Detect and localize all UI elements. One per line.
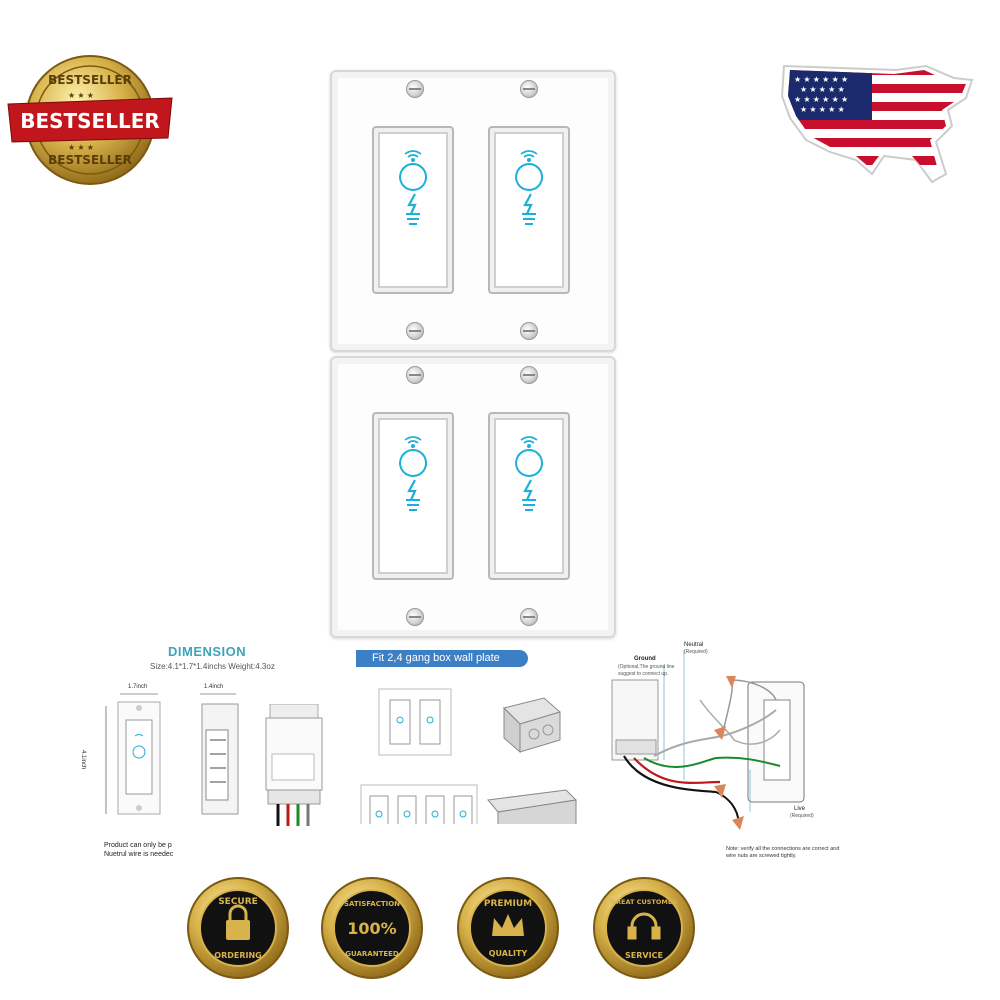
crown-icon [492,914,524,936]
premium-quality-seal: PREMIUM QUALITY [456,876,560,980]
wifi-icon [520,150,538,162]
live-label: Live [794,806,806,812]
switch-back-module [262,703,326,826]
svg-text:★ ★ ★ ★ ★ ★: ★ ★ ★ ★ ★ ★ [794,95,848,104]
light-bulb-icon [515,449,544,511]
screw-icon [406,322,424,340]
great-customer-service-seal: GREAT CUSTOMER SERVICE [592,876,696,980]
width-label: 1.7inch [128,684,148,690]
wiring-diagram: Ground (Optional,The ground line suggest… [604,640,840,830]
wiring-note-line1: Note: verify all the connections are cor… [726,846,840,852]
svg-text:★ ★ ★: ★ ★ ★ [68,143,94,152]
secure-seal-bottom: ORDERING [214,951,261,960]
wifi-icon [404,436,422,448]
premium-seal-bottom: QUALITY [489,949,528,958]
satisfaction-guaranteed-seal: SATISFACTION 100% GUARANTEED [320,876,424,980]
four-gang-box-image [486,786,578,824]
satisfaction-seal-top: SATISFACTION [344,900,400,908]
dimension-side-view [192,690,244,820]
bestseller-main-text: BESTSELLER [20,109,160,133]
wiring-note-line2: wire nuts are screwed tightly. [726,853,797,859]
smart-switch-left[interactable] [372,126,454,294]
headset-icon [627,912,661,940]
svg-text:★ ★ ★: ★ ★ ★ [68,91,94,100]
light-bulb-icon [515,163,544,225]
wall-plate-top [330,70,616,352]
screw-icon [520,322,538,340]
wifi-icon [520,436,538,448]
smart-switch-right[interactable] [488,412,570,580]
dimension-front-view [100,690,170,820]
four-gang-plate-image [360,784,478,824]
screw-icon [520,608,538,626]
live-required: (Required) [790,813,814,819]
svg-text:★ ★ ★ ★ ★: ★ ★ ★ ★ ★ [800,105,845,114]
light-bulb-icon [399,449,428,511]
premium-seal-top: PREMIUM [484,899,532,909]
wifi-icon [404,150,422,162]
bestseller-badge: BESTSELLER BESTSELLER BESTSELLER ★ ★ ★ ★… [6,52,174,188]
dimension-size-text: Size:4.1*1.7*1.4inchs Weight:4.3oz [150,662,275,671]
bestseller-bottom-text: BESTSELLER [48,153,132,167]
ground-note-line2: suggest to connect up. [618,671,669,677]
two-gang-box-image [498,690,564,756]
neutral-required: (Required) [684,649,708,655]
dimension-title: DIMENSION [168,644,247,659]
secure-seal-top: SECURE [218,897,258,907]
dimension-note-line1: Product can only be p [104,842,172,849]
satisfaction-seal-bottom: GUARANTEED [345,950,399,958]
usa-flag-map-icon: ★ ★ ★ ★ ★ ★ ★ ★ ★ ★ ★ ★ ★ ★ ★ ★ ★ ★ ★ ★ … [776,56,976,190]
customer-seal-top: GREAT CUSTOMER [611,898,678,906]
screw-icon [406,80,424,98]
secure-ordering-seal: SECURE ORDERING [186,876,290,980]
smart-switch-left[interactable] [372,412,454,580]
light-bulb-icon [399,163,428,225]
fit-gang-banner-text: Fit 2,4 gang box wall plate [372,652,500,664]
screw-icon [406,608,424,626]
depth-label: 1.4inch [204,684,224,690]
bestseller-top-text: BESTSELLER [48,73,132,87]
satisfaction-seal-mid: 100% [347,919,396,938]
smart-switch-right[interactable] [488,126,570,294]
dimension-note-line2: Nuetrul wire is needec [104,851,174,858]
height-label: 4.1inch [80,750,86,770]
ground-note-line1: (Optional,The ground line [618,664,675,670]
lock-icon [226,920,250,940]
customer-seal-bottom: SERVICE [625,951,663,960]
screw-icon [520,80,538,98]
wall-plate-bottom [330,356,616,638]
fit-gang-banner: Fit 2,4 gang box wall plate [356,650,528,667]
screw-icon [520,366,538,384]
screw-icon [406,366,424,384]
two-gang-plate-image [378,688,452,756]
ground-label: Ground [634,656,656,662]
svg-text:★ ★ ★ ★ ★ ★: ★ ★ ★ ★ ★ ★ [794,75,848,84]
svg-text:★ ★ ★ ★ ★: ★ ★ ★ ★ ★ [800,85,845,94]
neutral-label: Neutral [684,642,704,648]
